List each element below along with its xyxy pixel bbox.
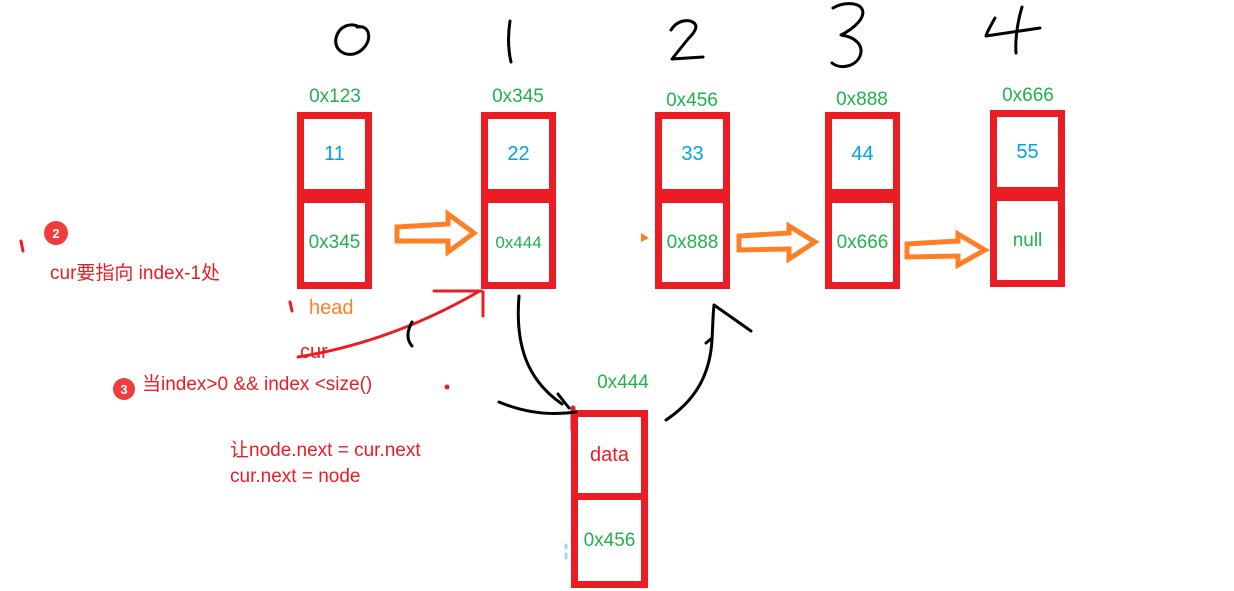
node1-next: 0x444 <box>495 232 542 252</box>
arrow-node3-to-node4 <box>904 229 991 270</box>
node3-value-cell: 44 <box>825 112 900 196</box>
red-tick-left-edge <box>19 239 25 253</box>
node0-address: 0x123 <box>309 86 361 107</box>
newnode-data: data <box>590 443 629 466</box>
index-digit-3 <box>830 2 865 68</box>
arrow-node1-to-newnode-barb <box>497 400 578 416</box>
black-tick <box>406 320 414 348</box>
node4-value: 55 <box>1016 140 1039 163</box>
code-line-1: 让node.next = cur.next <box>230 440 421 461</box>
red-tick-near-head <box>288 300 294 313</box>
new-node: data 0x456 <box>571 410 648 588</box>
node4-next: null <box>1012 229 1043 251</box>
node0-next-cell: 0x345 <box>297 196 372 289</box>
arrow-node1-to-newnode-head <box>556 392 571 410</box>
arrow-node0-to-node1 <box>394 209 479 257</box>
newnode-next-cell: 0x456 <box>571 493 648 588</box>
node1-next-cell: 0x444 <box>481 196 556 289</box>
code-line-2: cur.next = node <box>230 466 361 487</box>
node1-value-cell: 22 <box>481 112 556 196</box>
step2-text: cur要指向 index-1处 <box>50 263 220 284</box>
head-label: head <box>309 297 354 319</box>
arrow-node1-to-newnode <box>516 294 564 406</box>
red-dot <box>444 384 450 390</box>
node3-address: 0x888 <box>836 89 888 110</box>
arrow-node2-to-node3 <box>736 221 820 264</box>
index-digit-1 <box>507 19 513 64</box>
node1-address: 0x345 <box>492 86 544 107</box>
node0-value-cell: 11 <box>297 112 372 196</box>
step3-badge: 3 <box>113 378 135 400</box>
node-2: 33 0x888 <box>655 112 730 289</box>
erased-arrow-remnant <box>641 233 649 242</box>
node2-address: 0x456 <box>666 90 718 111</box>
node0-next: 0x345 <box>308 231 361 253</box>
node3-value: 44 <box>851 142 874 165</box>
cur-label: cur <box>300 341 328 363</box>
node1-value: 22 <box>507 142 530 165</box>
node3-next-cell: 0x666 <box>825 196 900 289</box>
node-1: 22 0x444 <box>481 112 556 289</box>
newnode-next: 0x456 <box>583 529 636 551</box>
node4-value-cell: 55 <box>990 110 1065 194</box>
index-digit-0 <box>334 23 371 56</box>
arrow-newnode-to-node2 <box>664 304 716 422</box>
node-0: 11 0x345 <box>297 112 372 289</box>
node2-value: 33 <box>681 142 704 165</box>
node2-next: 0x888 <box>666 231 719 253</box>
node4-next-cell: null <box>990 194 1065 287</box>
newnode-address: 0x444 <box>597 372 649 393</box>
cur-arrowhead <box>432 289 485 318</box>
index-digit-4 <box>984 5 1042 55</box>
step3-text: 当index>0 && index <size() <box>142 374 373 395</box>
cur-pointer-arrow <box>296 290 480 359</box>
node0-value: 11 <box>324 142 345 165</box>
node2-next-cell: 0x888 <box>655 196 730 289</box>
index-digit-2 <box>669 19 705 61</box>
node-4: 55 null <box>990 110 1065 287</box>
arrow-newnode-to-node2-barb <box>712 303 753 333</box>
arrow-newnode-to-node2-hook <box>704 336 714 345</box>
node-3: 44 0x666 <box>825 112 900 289</box>
node2-value-cell: 33 <box>655 112 730 196</box>
step2-badge: 2 <box>44 221 68 245</box>
node3-next: 0x666 <box>836 231 889 253</box>
node4-address: 0x666 <box>1002 85 1054 106</box>
